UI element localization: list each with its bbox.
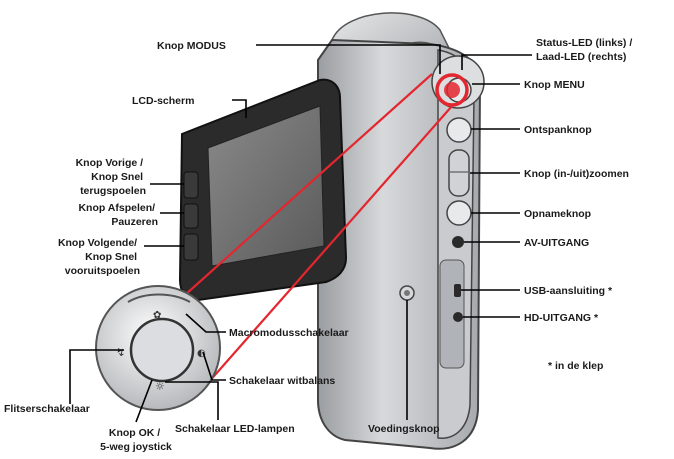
label-wb: Schakelaar witbalans: [229, 375, 335, 387]
labels: Knop MODUS LCD-scherm Knop Vorige / Knop…: [4, 37, 635, 453]
label-led-lamps: Schakelaar LED-lampen: [175, 423, 295, 435]
zoom-callout: [156, 73, 469, 393]
label-flash: Flitserschakelaar: [4, 403, 90, 415]
label-macro: Macromodusschakelaar: [229, 327, 349, 339]
lcd-screen: [207, 105, 325, 267]
macro-icon: ✿: [153, 310, 161, 321]
label-menu: Knop MENU: [524, 79, 585, 91]
label-next: Knop Volgende/ Knop Snel vooruitspoelen: [58, 237, 140, 277]
av-out-port: [452, 236, 464, 248]
label-status-led: Status-LED (links) / Laad-LED (rechts): [536, 37, 635, 63]
label-record: Opnameknop: [524, 208, 591, 220]
label-lcd: LCD-scherm: [132, 95, 194, 107]
lcd-panel: [178, 78, 348, 302]
label-play-pause: Knop Afspelen/ Pauzeren: [78, 202, 158, 228]
prev-button[interactable]: [183, 171, 199, 199]
label-prev: Knop Vorige / Knop Snel terugspoelen: [76, 157, 146, 197]
label-av-out: AV-UITGANG: [524, 237, 589, 249]
record-button[interactable]: [446, 200, 472, 226]
next-button[interactable]: [183, 233, 199, 261]
dial-closeup: ✿ ↯ ◐ ☼: [95, 285, 221, 411]
label-power: Voedingsknop: [368, 423, 440, 435]
led-lamp-icon: ☼: [155, 380, 165, 393]
label-hd-out: HD-UITGANG *: [524, 312, 599, 324]
label-ok: Knop OK / 5-weg joystick: [100, 427, 172, 453]
zoom-rocker[interactable]: [448, 149, 470, 197]
leader-lines: [69, 44, 532, 423]
wb-icon: ◐: [197, 348, 206, 359]
hd-out-port: [453, 312, 463, 322]
usb-port: [454, 284, 461, 297]
label-usb: USB-aansluiting *: [524, 285, 613, 297]
label-mode: Knop MODUS: [157, 40, 226, 52]
label-in-flap: * in de klep: [548, 360, 603, 372]
camera-illustration: [317, 12, 485, 450]
ok-button[interactable]: [129, 317, 195, 383]
dial-top-arc: [127, 293, 191, 303]
label-shutter: Ontspanknop: [524, 124, 592, 136]
label-zoom: Knop (in-/uit)zoomen: [524, 168, 629, 180]
flash-icon: ↯: [116, 346, 125, 359]
play-pause-button[interactable]: [183, 203, 199, 229]
shutter-button[interactable]: [446, 117, 472, 143]
dial-highlight: [435, 73, 469, 107]
